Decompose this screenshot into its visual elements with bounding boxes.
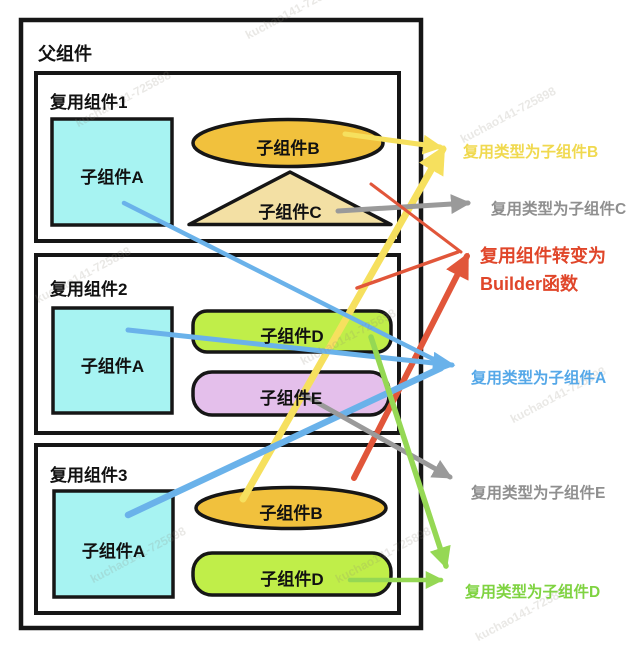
group1-child-a-square bbox=[50, 117, 174, 227]
annotation-reuse-type-c: 复用类型为子组件C bbox=[491, 201, 627, 218]
arrow-builder-from-group3 bbox=[351, 252, 470, 481]
group1-child-b-label: 子组件B bbox=[256, 139, 320, 158]
arrow-b-from-group1 bbox=[342, 131, 443, 155]
group3-title: 复用组件3 bbox=[50, 466, 128, 485]
group1-child-a-label: 子组件A bbox=[80, 168, 144, 187]
group2-child-e-label: 子组件E bbox=[259, 389, 323, 408]
group3-child-d-pill bbox=[191, 551, 393, 597]
annotation-reuse-type-d: 复用类型为子组件D bbox=[465, 584, 601, 601]
annotation-builder-line1: 复用组件转变为 bbox=[480, 246, 606, 266]
group2-child-a-square bbox=[51, 306, 174, 415]
group3-child-b-label: 子组件B bbox=[259, 504, 323, 523]
arrow-e-from-group2 bbox=[299, 391, 453, 480]
arrow-builder-from-group1 bbox=[369, 182, 463, 254]
arrow-a-from-group1 bbox=[121, 200, 444, 366]
group3-child-d-label: 子组件D bbox=[260, 570, 324, 589]
arrow-d-from-group2 bbox=[368, 334, 451, 570]
annotation-builder-function: 复用组件转变为 Builder函数 bbox=[480, 242, 606, 298]
annotation-reuse-type-e: 复用类型为子组件E bbox=[471, 485, 606, 502]
annotation-reuse-type-a: 复用类型为子组件A bbox=[471, 370, 607, 387]
annotation-reuse-type-b: 复用类型为子组件B bbox=[463, 144, 599, 161]
group2-child-a-label: 子组件A bbox=[80, 357, 145, 376]
group3-child-a-label: 子组件A bbox=[81, 542, 146, 561]
group1-title: 复用组件1 bbox=[50, 93, 128, 112]
parent-component-title: 父组件 bbox=[38, 44, 92, 64]
arrow-a-from-group2 bbox=[125, 327, 456, 375]
group2-child-d-label: 子组件D bbox=[260, 327, 324, 346]
group2-title: 复用组件2 bbox=[50, 280, 128, 299]
arrow-builder-from-group2 bbox=[355, 250, 460, 290]
group1-child-b-ellipse bbox=[191, 117, 385, 169]
group3-child-a-square bbox=[52, 489, 175, 599]
annotation-builder-line2: Builder函数 bbox=[480, 274, 579, 294]
group1-child-c-label: 子组件C bbox=[258, 203, 322, 222]
